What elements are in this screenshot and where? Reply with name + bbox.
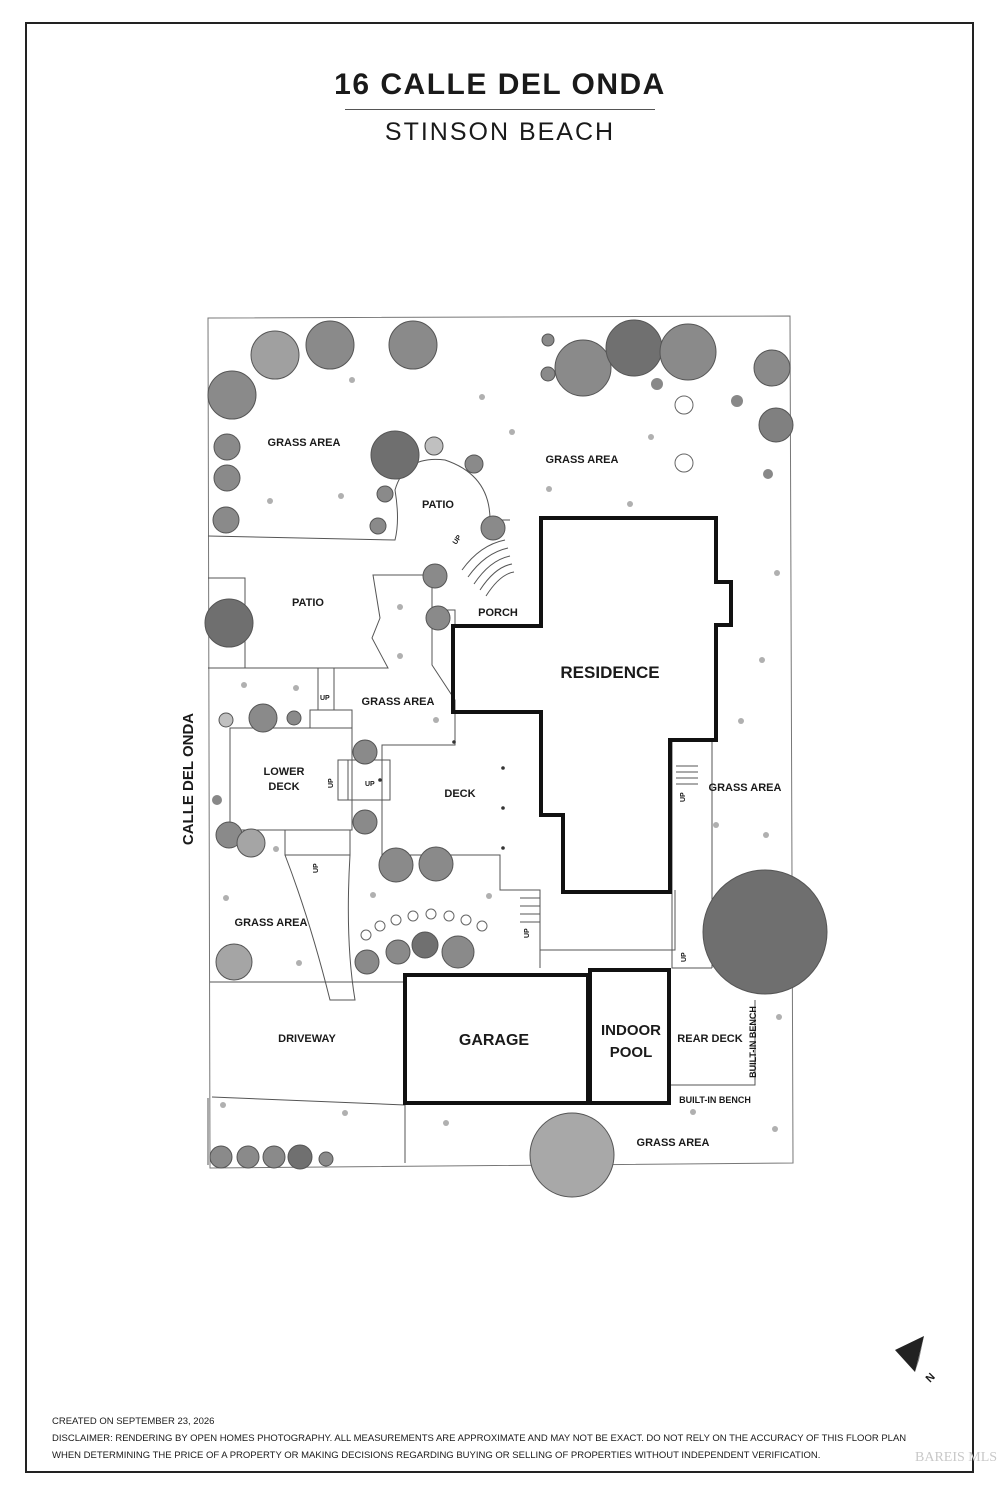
up-label: UP — [365, 781, 375, 788]
label-grass-right: GRASS AREA — [709, 782, 782, 794]
label-patio-left: PATIO — [292, 597, 324, 609]
landscape-plants — [204, 319, 828, 1198]
page-subtitle: STINSON BEACH — [384, 118, 616, 146]
residence-outline — [451, 516, 733, 894]
label-residence: RESIDENCE — [560, 663, 659, 682]
label-deck: DECK — [444, 788, 475, 800]
label-street: CALLE DEL ONDA — [180, 713, 197, 845]
page-title: 16 CALLE DEL ONDA — [334, 68, 666, 101]
up-label: UP — [320, 695, 330, 702]
label-patio-upper: PATIO — [422, 499, 454, 511]
stepping-stones — [360, 395, 694, 941]
label-grass-bottom: GRASS AREA — [637, 1137, 710, 1149]
up-label: UP — [681, 952, 688, 962]
compass-label: N — [924, 1371, 938, 1385]
buildings — [403, 516, 733, 1105]
page-border — [25, 22, 974, 1473]
label-indoor-pool-line2: POOL — [610, 1044, 653, 1061]
deck-posts — [378, 740, 505, 850]
up-label: UP — [524, 928, 531, 938]
label-bench-vertical: BUILT-IN BENCH — [748, 1006, 758, 1078]
indoor-pool-outline — [588, 968, 671, 1105]
stair-up-labels: UP UP UP UP UP UP UP UP — [313, 534, 688, 962]
label-driveway: DRIVEWAY — [278, 1033, 336, 1045]
label-bench-horizontal: BUILT-IN BENCH — [679, 1095, 751, 1105]
disclaimer-line-1: DISCLAIMER: RENDERING BY OPEN HOMES PHOT… — [52, 1433, 907, 1444]
label-grass-mid: GRASS AREA — [362, 696, 435, 708]
label-porch: PORCH — [478, 607, 518, 619]
disclaimer-line-2: WHEN DETERMINING THE PRICE OF A PROPERTY… — [52, 1450, 821, 1461]
label-lower-deck-line1: LOWER — [264, 766, 305, 778]
footer: CREATED ON SEPTEMBER 23, 2026 DISCLAIMER… — [52, 1413, 952, 1464]
created-date: CREATED ON SEPTEMBER 23, 2026 — [52, 1416, 215, 1427]
stairs — [317, 539, 698, 923]
property-outline — [207, 315, 794, 1169]
label-grass-lower-left: GRASS AREA — [235, 917, 308, 929]
up-label: UP — [680, 792, 687, 802]
site-lines — [207, 458, 756, 1165]
title-divider — [345, 109, 655, 110]
label-grass-top-right: GRASS AREA — [546, 454, 619, 466]
north-arrow-icon: N — [895, 1336, 938, 1385]
label-indoor-pool-line1: INDOOR — [601, 1022, 661, 1039]
small-shrubs — [212, 377, 782, 1132]
up-label: UP — [313, 863, 320, 873]
label-lower-deck-line2: DECK — [268, 781, 299, 793]
label-garage: GARAGE — [459, 1032, 530, 1049]
label-rear-deck: REAR DECK — [677, 1033, 742, 1045]
label-grass-top-left: GRASS AREA — [268, 437, 341, 449]
mls-watermark: BAREIS MLS — [915, 1450, 998, 1465]
up-label: UP — [328, 778, 335, 788]
up-label: UP — [452, 534, 464, 546]
